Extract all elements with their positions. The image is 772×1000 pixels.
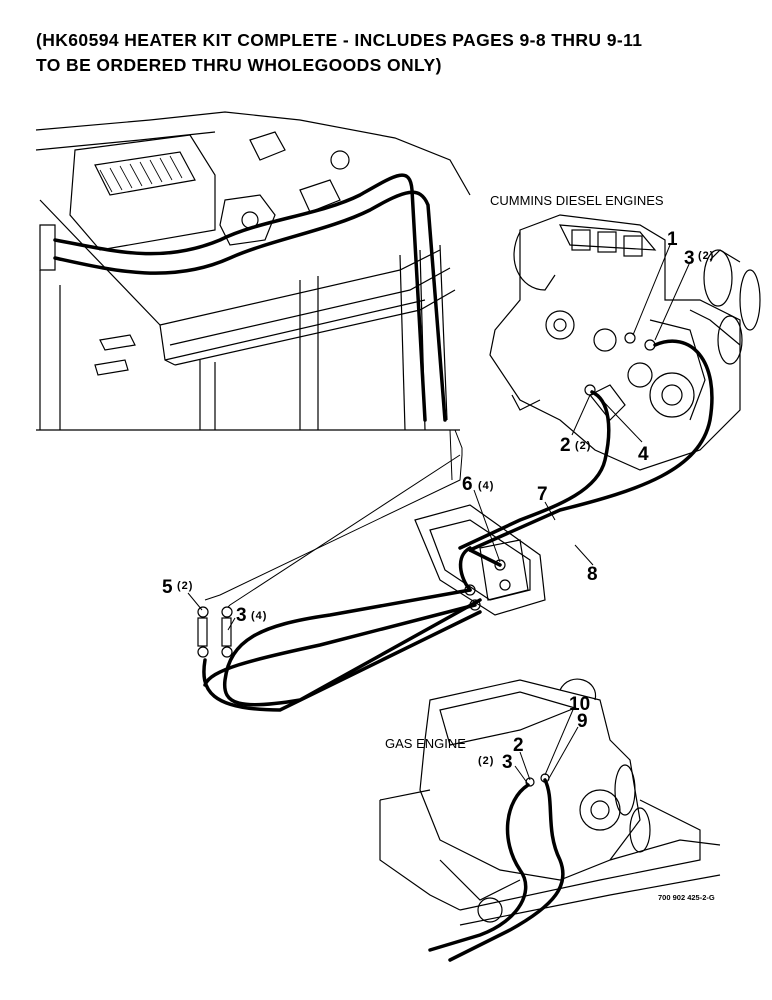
callout-2-gas-number: 2 bbox=[513, 735, 524, 756]
cab-heater-hoses bbox=[53, 173, 447, 422]
gas-engine bbox=[379, 678, 721, 926]
cummins-caption: CUMMINS DIESEL ENGINES bbox=[490, 193, 664, 208]
callout-2-gas: 2 bbox=[513, 735, 531, 781]
callout-3-cab-qty: (4) bbox=[251, 610, 267, 622]
kit-title-line-1: (HK60594 HEATER KIT COMPLETE - INCLUDES … bbox=[36, 30, 643, 50]
callout-7-number: 7 bbox=[537, 484, 548, 505]
callout-2-cummins: 2 (2) bbox=[560, 394, 591, 456]
callout-5: 5 (2) bbox=[162, 577, 203, 611]
cummins-engine bbox=[489, 214, 761, 471]
callout-1-number: 1 bbox=[667, 229, 678, 250]
callout-7: 7 bbox=[537, 484, 556, 521]
callout-6-qty: (4) bbox=[478, 480, 494, 492]
callout-3-cummins: 3 (2) bbox=[654, 248, 714, 341]
callout-8-number: 8 bbox=[587, 564, 598, 585]
callout-6-number: 6 bbox=[462, 474, 473, 495]
callout-9-number: 9 bbox=[577, 711, 588, 732]
callout-3-cab: 3 (4) bbox=[227, 605, 267, 631]
callout-3-cummins-number: 3 bbox=[684, 248, 695, 269]
callout-8: 8 bbox=[574, 544, 598, 585]
callout-3-cab-number: 3 bbox=[236, 605, 247, 626]
callout-10-number: 10 bbox=[569, 694, 590, 715]
callout-3-cummins-qty: (2) bbox=[698, 250, 714, 262]
callout-4-number: 4 bbox=[638, 444, 649, 465]
callout-3-gas-number: 3 bbox=[502, 752, 513, 773]
kit-title-line-2: TO BE ORDERED THRU WHOLEGOODS ONLY) bbox=[36, 55, 442, 75]
bulkhead-plate bbox=[414, 504, 546, 616]
callout-4: 4 bbox=[599, 397, 649, 465]
callout-1: 1 bbox=[632, 229, 678, 336]
callout-2-cummins-number: 2 bbox=[560, 435, 571, 456]
callout-5-number: 5 bbox=[162, 577, 173, 598]
cab-heater-assembly bbox=[35, 111, 471, 431]
callout-5-qty: (2) bbox=[177, 580, 193, 592]
gas-engine-caption: GAS ENGINE bbox=[385, 736, 466, 751]
plate-to-cab-hoses bbox=[202, 546, 502, 712]
callout-6: 6 (4) bbox=[462, 474, 501, 563]
callout-3-gas: 3 (2) bbox=[478, 752, 529, 785]
cummins-hoses bbox=[458, 339, 714, 552]
callout-9: 9 bbox=[547, 711, 588, 781]
callout-2-3-gas-qty: (2) bbox=[478, 755, 494, 767]
cab-leader-lines bbox=[204, 429, 463, 611]
figure-reference: 700 902 425-2-G bbox=[658, 893, 715, 902]
callout-10: 10 bbox=[544, 694, 590, 776]
gas-engine-hoses bbox=[428, 778, 565, 962]
cab-connectors bbox=[197, 606, 233, 658]
callout-2-cummins-qty: (2) bbox=[575, 440, 591, 452]
